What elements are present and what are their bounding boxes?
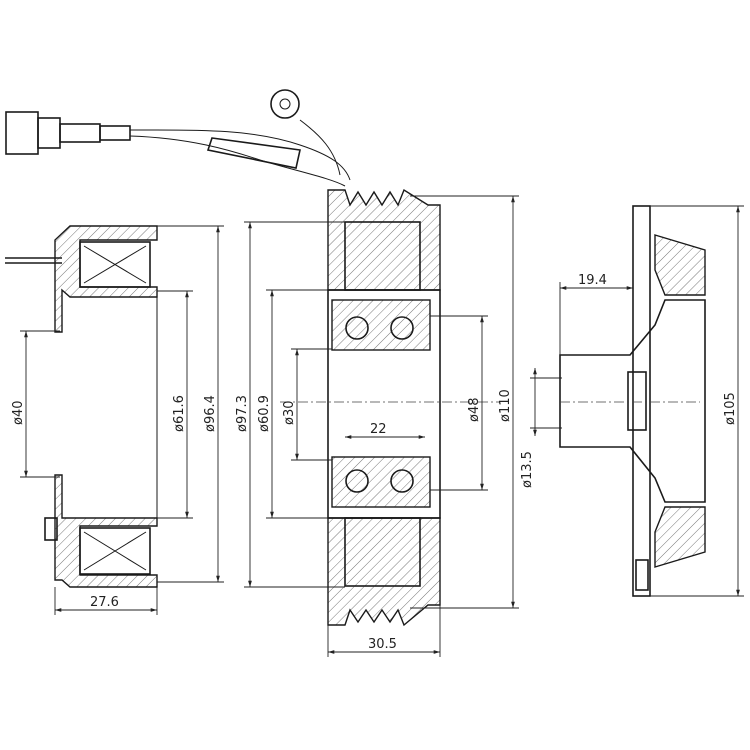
bearing-top — [331, 299, 431, 351]
bearing-ball — [390, 316, 414, 340]
coil-winding-bottom — [79, 527, 151, 575]
dim-label-plate: ø105 — [723, 392, 738, 425]
hub-bolt — [635, 559, 649, 591]
dim-label-body-outer: ø97.3 — [235, 395, 250, 432]
dim-label-body-inner: ø60.9 — [257, 395, 272, 432]
wire-sleeve — [99, 125, 131, 141]
hub-nut — [627, 371, 647, 431]
coil-cross-bottom — [83, 531, 147, 571]
bearing-ball — [345, 316, 369, 340]
hub-view: 19.4 ø13.5 ø105 — [520, 205, 744, 597]
dim-label-inner: ø61.6 — [172, 395, 187, 432]
ring-terminal — [270, 89, 300, 119]
mount-stud — [44, 517, 58, 541]
pulley-hub — [327, 289, 441, 519]
ground-wire — [299, 119, 341, 176]
dim-label-bearing-od: ø48 — [467, 398, 482, 423]
dim-label-pulley-width: 30.5 — [368, 637, 397, 652]
coil-winding-top — [79, 241, 151, 288]
rubber-damper-top — [654, 234, 706, 296]
dim-label-outer: ø96.4 — [203, 395, 218, 432]
hub-body — [559, 299, 706, 503]
pulley-view: ø97.3 ø60.9 ø30 22 ø48 ø110 30.5 — [235, 188, 519, 657]
bearing-ball — [390, 469, 414, 493]
pulley-rim-bottom — [327, 517, 441, 627]
rubber-damper-bottom — [654, 506, 706, 568]
wire-harness — [5, 89, 351, 187]
armature-plate — [632, 205, 651, 597]
connector-latch — [37, 117, 61, 149]
dim-label-hub: ø30 — [282, 401, 297, 426]
ring-terminal-hole — [279, 98, 291, 110]
dim-label-hub-length: 19.4 — [578, 273, 607, 288]
wire-2 — [129, 135, 346, 187]
wire-1 — [129, 129, 351, 181]
pulley-rim-top — [327, 188, 441, 291]
coil-housing-bottom — [54, 474, 158, 588]
heat-shrink — [206, 137, 301, 169]
dim-label-shaft: ø13.5 — [520, 451, 535, 488]
connector-boot — [59, 123, 101, 143]
bearing-ball — [345, 469, 369, 493]
dim-label-pulley-od: ø110 — [498, 389, 513, 422]
coil-view: ø40 ø61.6 ø96.4 27.6 — [5, 225, 224, 615]
dim-label-bearing-width: 22 — [370, 422, 387, 437]
dim-label-width: 27.6 — [90, 595, 119, 610]
connector-body — [5, 111, 39, 155]
dim-label-bore: ø40 — [11, 401, 26, 426]
coil-cross-top — [83, 245, 147, 284]
